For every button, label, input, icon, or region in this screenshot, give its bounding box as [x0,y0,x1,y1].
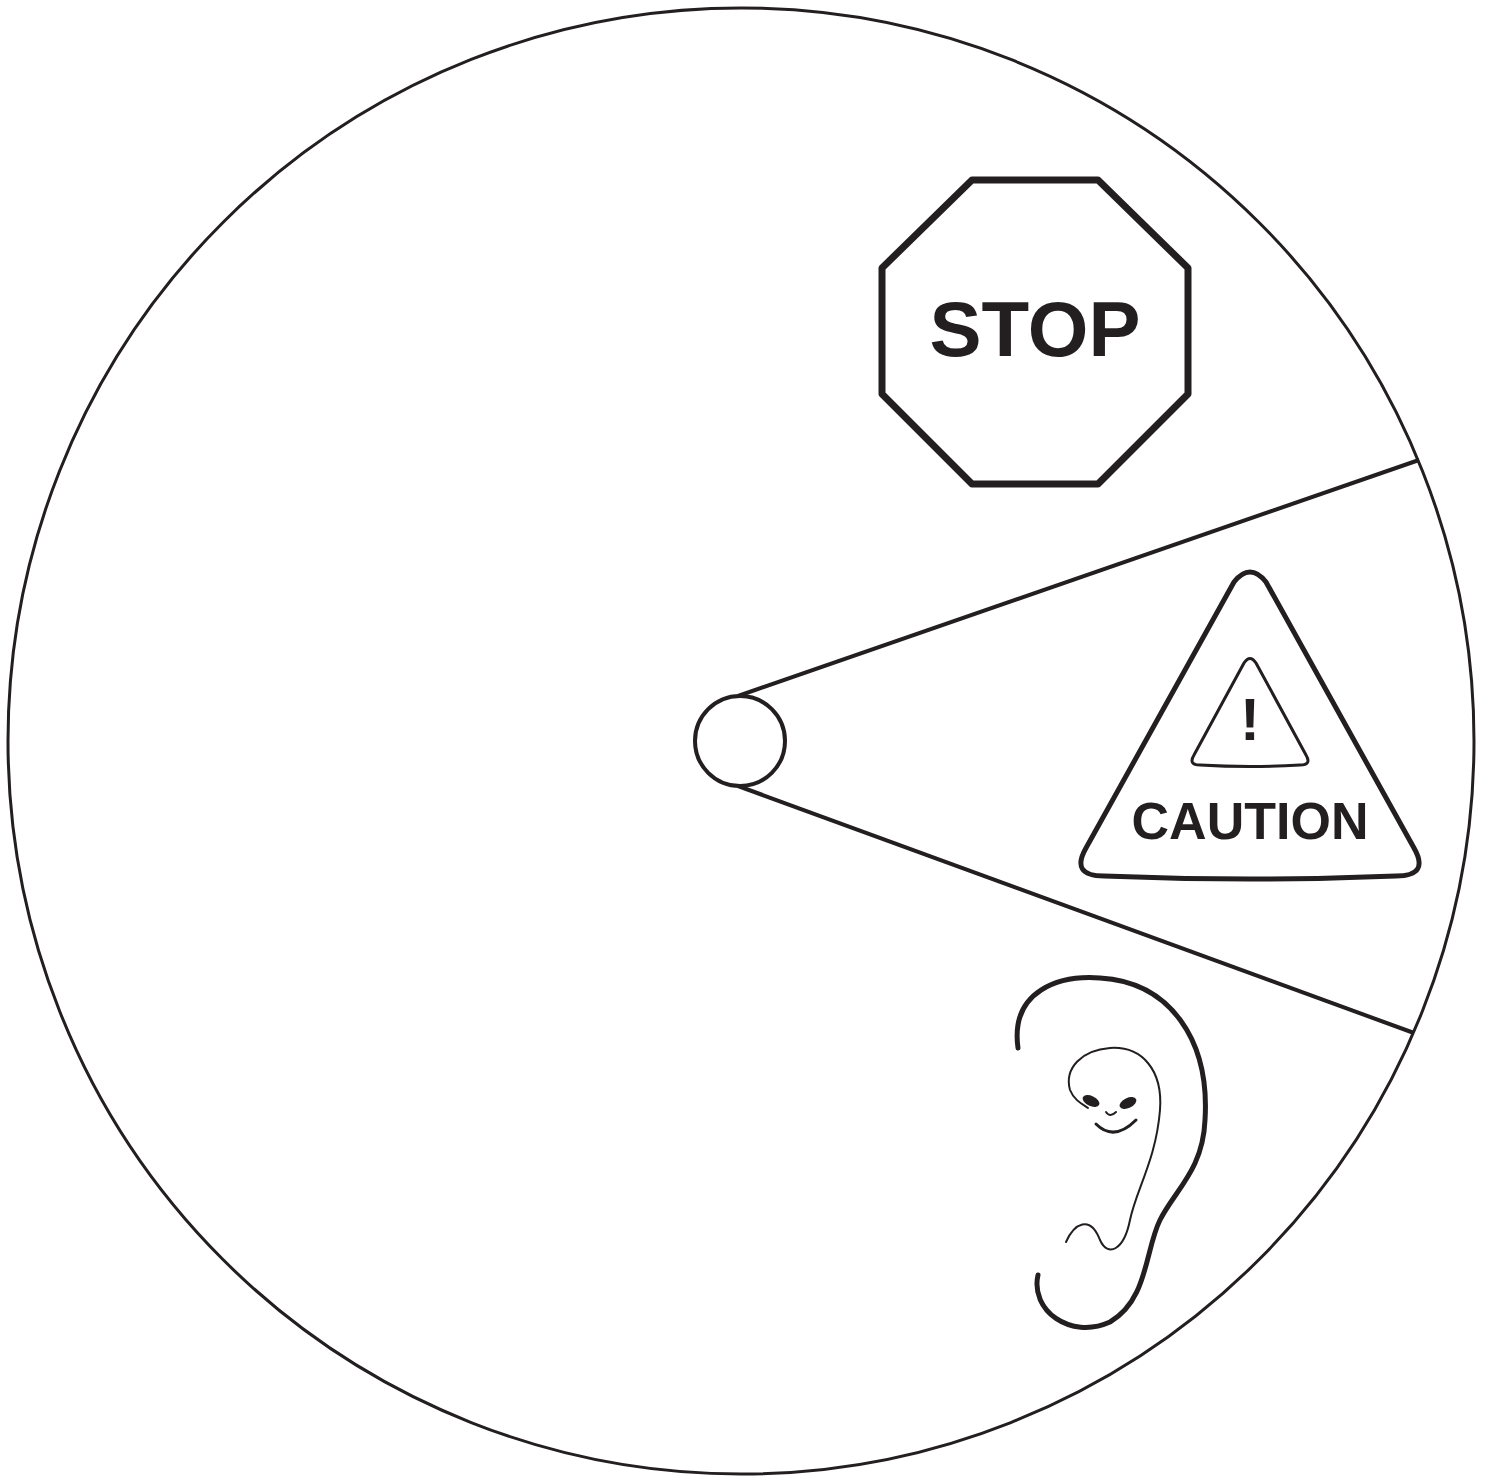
caution-sign: CAUTION! [1074,566,1426,882]
sign-label: STOP [878,290,1192,368]
sign-label: ! [1188,690,1312,750]
face-eye [1081,1093,1102,1110]
face-eye [1118,1095,1139,1112]
spinner-disc [8,8,1474,1474]
ear-outline [1017,978,1205,1328]
stop-sign: STOP [878,176,1192,488]
face-nose [1106,1112,1116,1115]
sign-label: CAUTION [1074,795,1426,847]
ear-icon [1017,978,1205,1328]
wedge-line [738,460,1419,696]
center-pin [695,696,785,786]
face-mouth [1096,1120,1136,1132]
ear-inner-face [1066,1048,1160,1250]
warning-triangle: ! [1188,655,1312,769]
